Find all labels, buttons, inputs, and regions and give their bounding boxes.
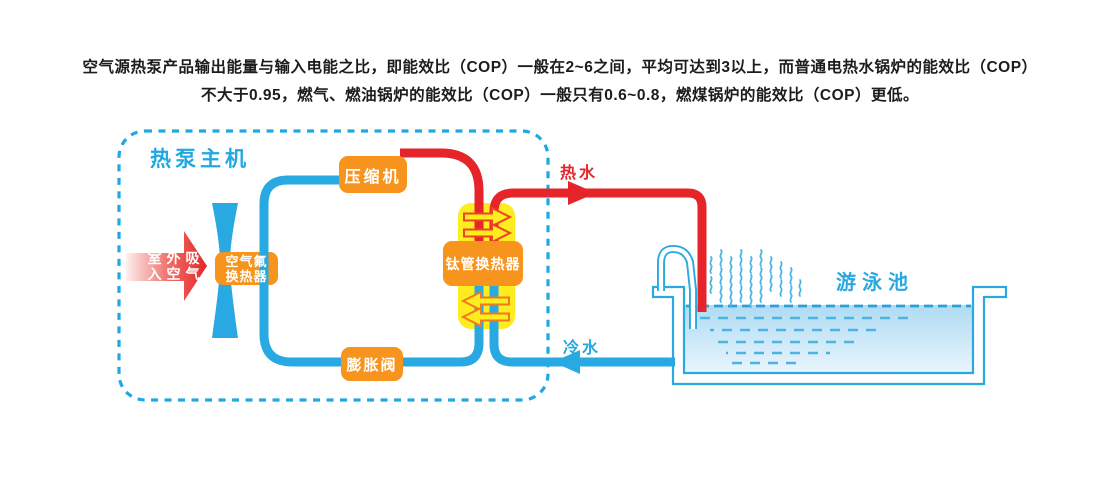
pool-water-ripples bbox=[700, 316, 908, 365]
air-exchanger-label: 空气氟 换热器 bbox=[213, 254, 280, 284]
titanium-exchanger-box: 钛管换热器 bbox=[443, 241, 523, 286]
refrigerant-pipe-cold bbox=[259, 175, 484, 367]
air-exchanger-label-line2: 换热器 bbox=[225, 269, 268, 284]
pool-label: 游泳池 bbox=[836, 272, 914, 294]
hot-water-pipe bbox=[489, 188, 707, 312]
heat-pump-unit-title: 热泵主机 bbox=[150, 148, 250, 171]
expansion-valve-label: 膨胀阀 bbox=[346, 356, 398, 374]
steam-lines-icon bbox=[709, 249, 802, 308]
refrigerant-pipe-hot bbox=[400, 148, 484, 263]
expansion-valve-box: 膨胀阀 bbox=[341, 347, 403, 381]
pool-ladder-icon bbox=[657, 244, 697, 329]
compressor-label: 压缩机 bbox=[344, 168, 402, 186]
hot-water-arrowhead bbox=[568, 181, 596, 205]
heat-transfer-arrows-cold bbox=[460, 290, 510, 328]
air-inlet-label: 室外吸 入空气 bbox=[138, 250, 214, 282]
heat-transfer-arrows-hot bbox=[463, 206, 513, 244]
pool-section bbox=[651, 244, 1008, 386]
description-line-1: 空气源热泵产品输出能量与输入电能之比，即能效比（COP）一般在2~6之间，平均可… bbox=[82, 59, 1038, 76]
cold-water-pipe bbox=[489, 263, 675, 367]
cold-water-label: 冷水 bbox=[563, 340, 602, 357]
titanium-exchanger-label: 钛管换热器 bbox=[445, 255, 521, 272]
compressor-box: 压缩机 bbox=[339, 156, 407, 193]
pool-water bbox=[684, 305, 973, 374]
description-line-2: 不大于0.95，燃气、燃油锅炉的能效比（COP）一般只有0.6~0.8，燃煤锅炉… bbox=[201, 87, 919, 104]
air-exchanger-label-line1: 空气氟 bbox=[225, 254, 268, 269]
air-inlet-label-line1: 室外吸 bbox=[147, 250, 205, 266]
hot-water-label: 热水 bbox=[560, 165, 599, 182]
air-inlet-arrow-icon bbox=[126, 231, 207, 301]
air-inlet-label-line2: 入空气 bbox=[147, 265, 205, 282]
pool-structure bbox=[651, 285, 1008, 386]
cold-water-arrowhead bbox=[553, 350, 580, 374]
